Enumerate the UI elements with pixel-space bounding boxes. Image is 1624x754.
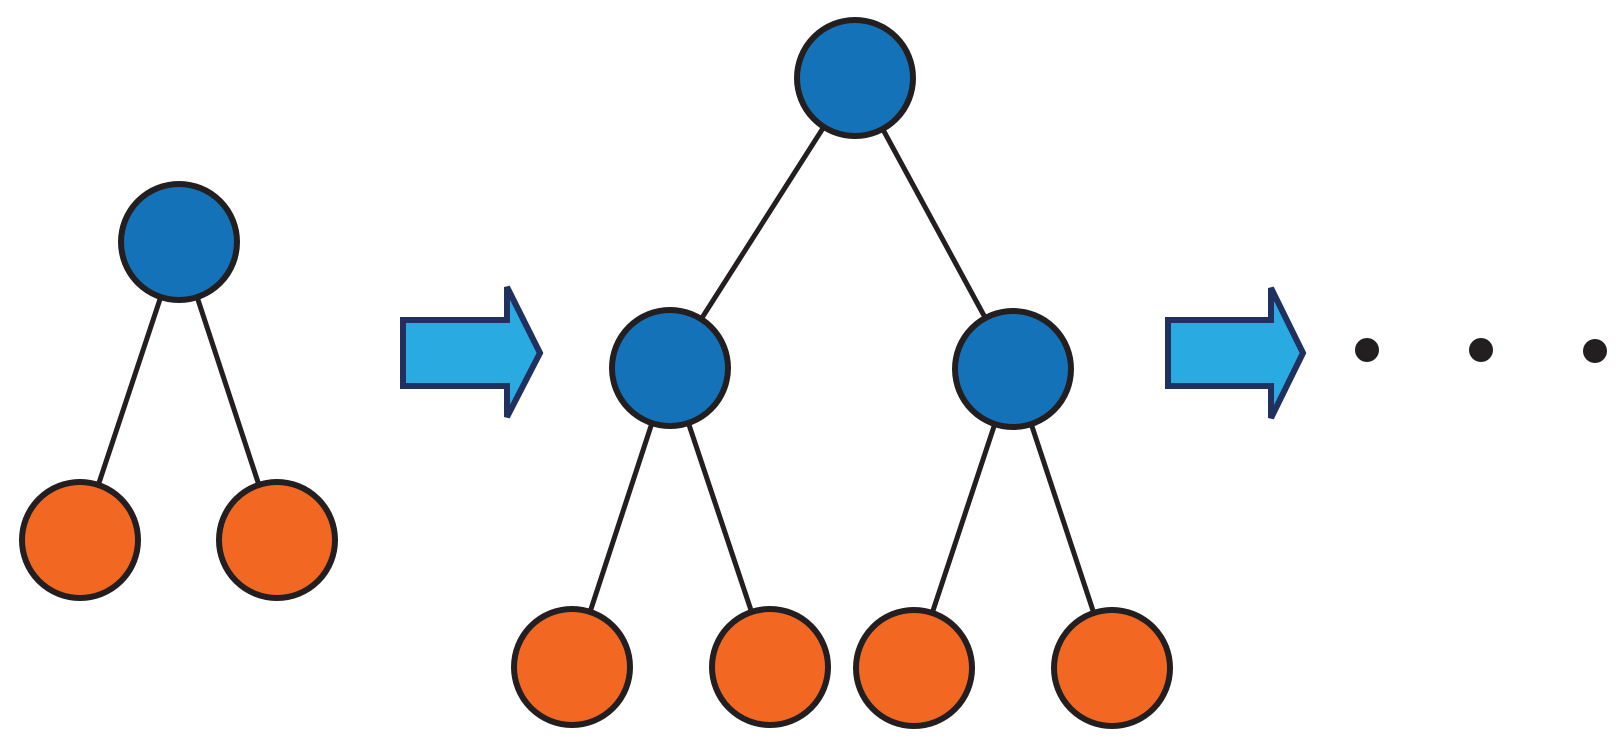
tree-depth-1-leaf-node-t1-leaf-2 <box>216 479 338 601</box>
ellipsis-dot-2 <box>1469 338 1493 362</box>
tree-depth-2-leaf-node-t2-leaf-1 <box>511 606 633 728</box>
growth-arrow-1 <box>400 285 544 419</box>
tree-depth-2-leaf-node-t2-leaf-3 <box>853 607 975 729</box>
tree-depth-1-internal-node-t1-root <box>118 181 240 303</box>
ellipsis-dot-3 <box>1583 339 1607 363</box>
growth-arrow-2 <box>1165 286 1307 420</box>
tree-depth-2-leaf-node-t2-leaf-4 <box>1051 607 1173 729</box>
ellipsis-dot-1 <box>1355 338 1379 362</box>
tree-depth-2-leaf-node-t2-leaf-2 <box>709 606 831 728</box>
tree-depth-2-internal-node-t2-int-2 <box>952 308 1074 430</box>
tree-depth-2-internal-node-t2-int-1 <box>609 307 731 429</box>
tree-depth-2-internal-node-t2-root <box>794 17 916 139</box>
tree-depth-1-leaf-node-t1-leaf-1 <box>19 479 141 601</box>
